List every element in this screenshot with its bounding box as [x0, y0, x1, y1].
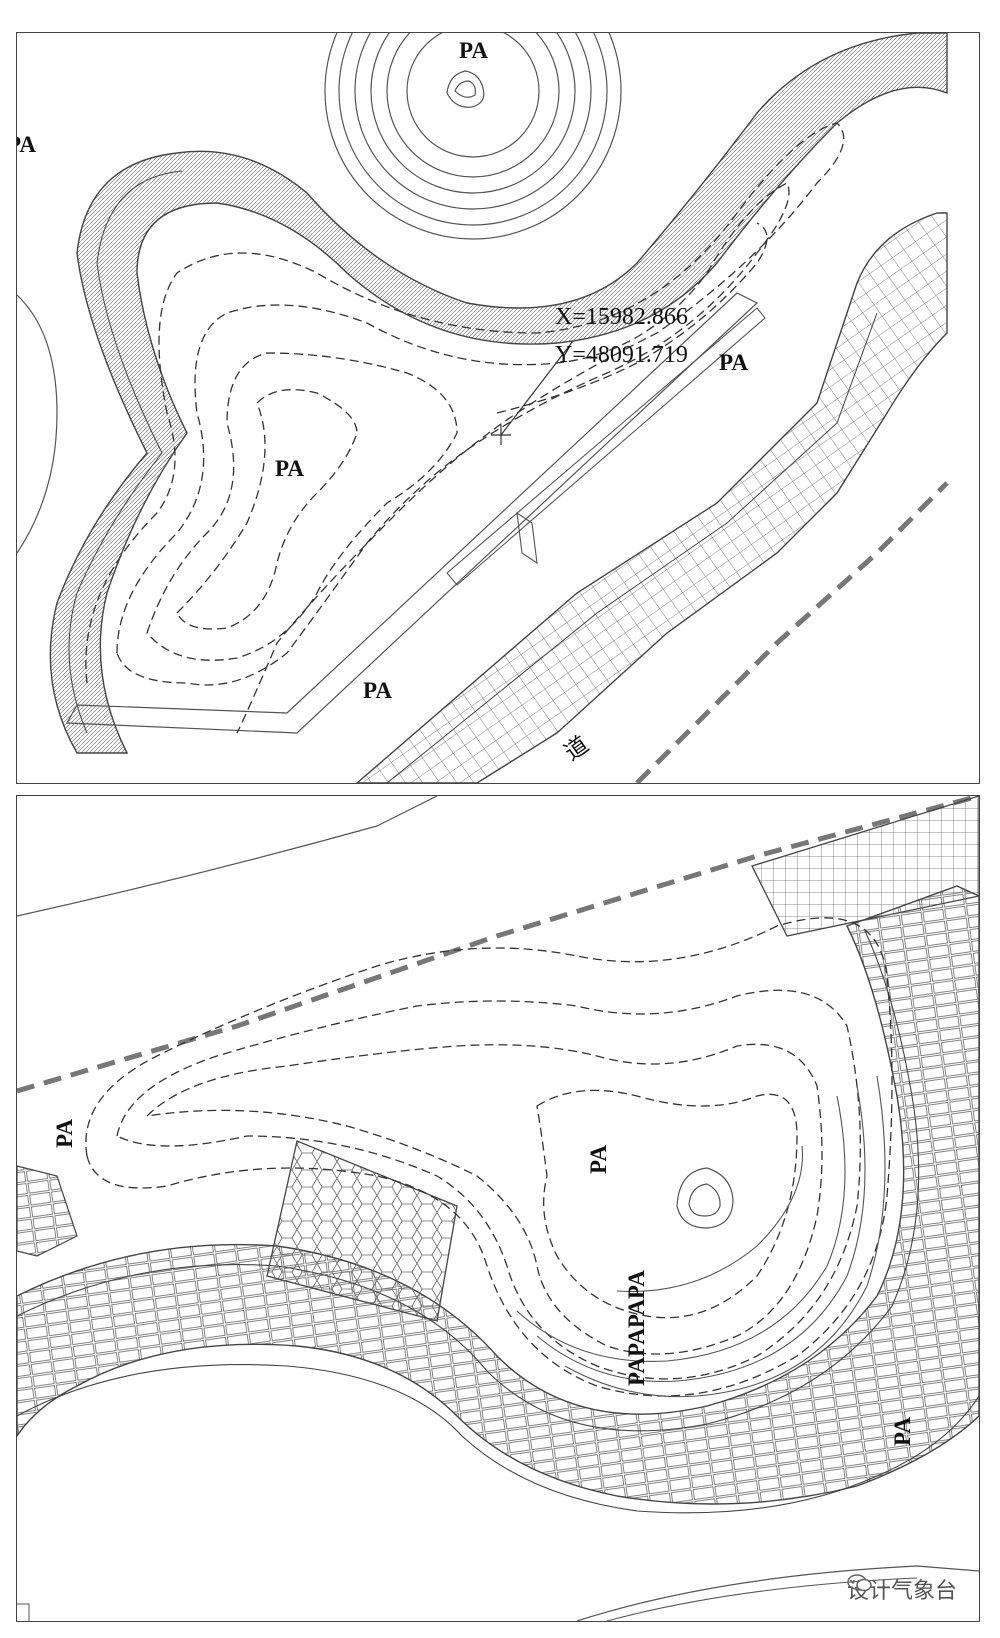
pa-label-left: PA — [52, 1119, 77, 1148]
pa-label-stack: PAPAPAPA — [624, 1270, 649, 1386]
rail-line — [635, 481, 949, 783]
lawn-boundary — [66, 292, 759, 734]
rail-line — [17, 796, 979, 1094]
coordinate-x: X=15982.866 — [555, 304, 688, 330]
left-circle-edge — [17, 294, 58, 554]
bottom-plan-drawing — [17, 796, 979, 1621]
rock-outline — [446, 70, 485, 108]
wechat-icon — [847, 1574, 872, 1592]
grid-promenade — [355, 212, 948, 783]
pa-label-top-center: PA — [459, 38, 488, 63]
road-edge — [17, 796, 438, 917]
survey-point-marker — [491, 340, 574, 445]
bench-strip — [446, 307, 766, 586]
pa-label-center: PA — [586, 1145, 611, 1174]
top-site-plan: PA PA PA PA PA X=15982.866 Y=48091.719 道 — [16, 32, 980, 784]
pa-label-center: PA — [275, 456, 304, 481]
pa-label-left-edge: PA — [17, 132, 36, 157]
terrace-steps — [516, 1075, 886, 1398]
bottom-curve — [576, 1565, 979, 1621]
hexagonal-paving — [266, 1140, 458, 1322]
coordinate-y: Y=48091.719 — [555, 342, 688, 368]
pa-label-right: PA — [719, 350, 748, 375]
bottom-site-plan: PA PA PAPAPAPA PA 设计气象台 — [16, 795, 980, 1622]
watermark: 设计气象台 — [847, 1573, 957, 1605]
top-plan-drawing — [17, 33, 949, 783]
curved-paved-band — [17, 885, 979, 1505]
rock-outline — [676, 1167, 734, 1229]
circular-plaza — [324, 33, 622, 240]
contour-lines — [85, 122, 845, 734]
winding-paved-path — [49, 33, 948, 754]
contour-lines — [85, 917, 893, 1397]
pa-label-right: PA — [890, 1417, 915, 1446]
pa-label-bottom: PA — [363, 678, 392, 703]
